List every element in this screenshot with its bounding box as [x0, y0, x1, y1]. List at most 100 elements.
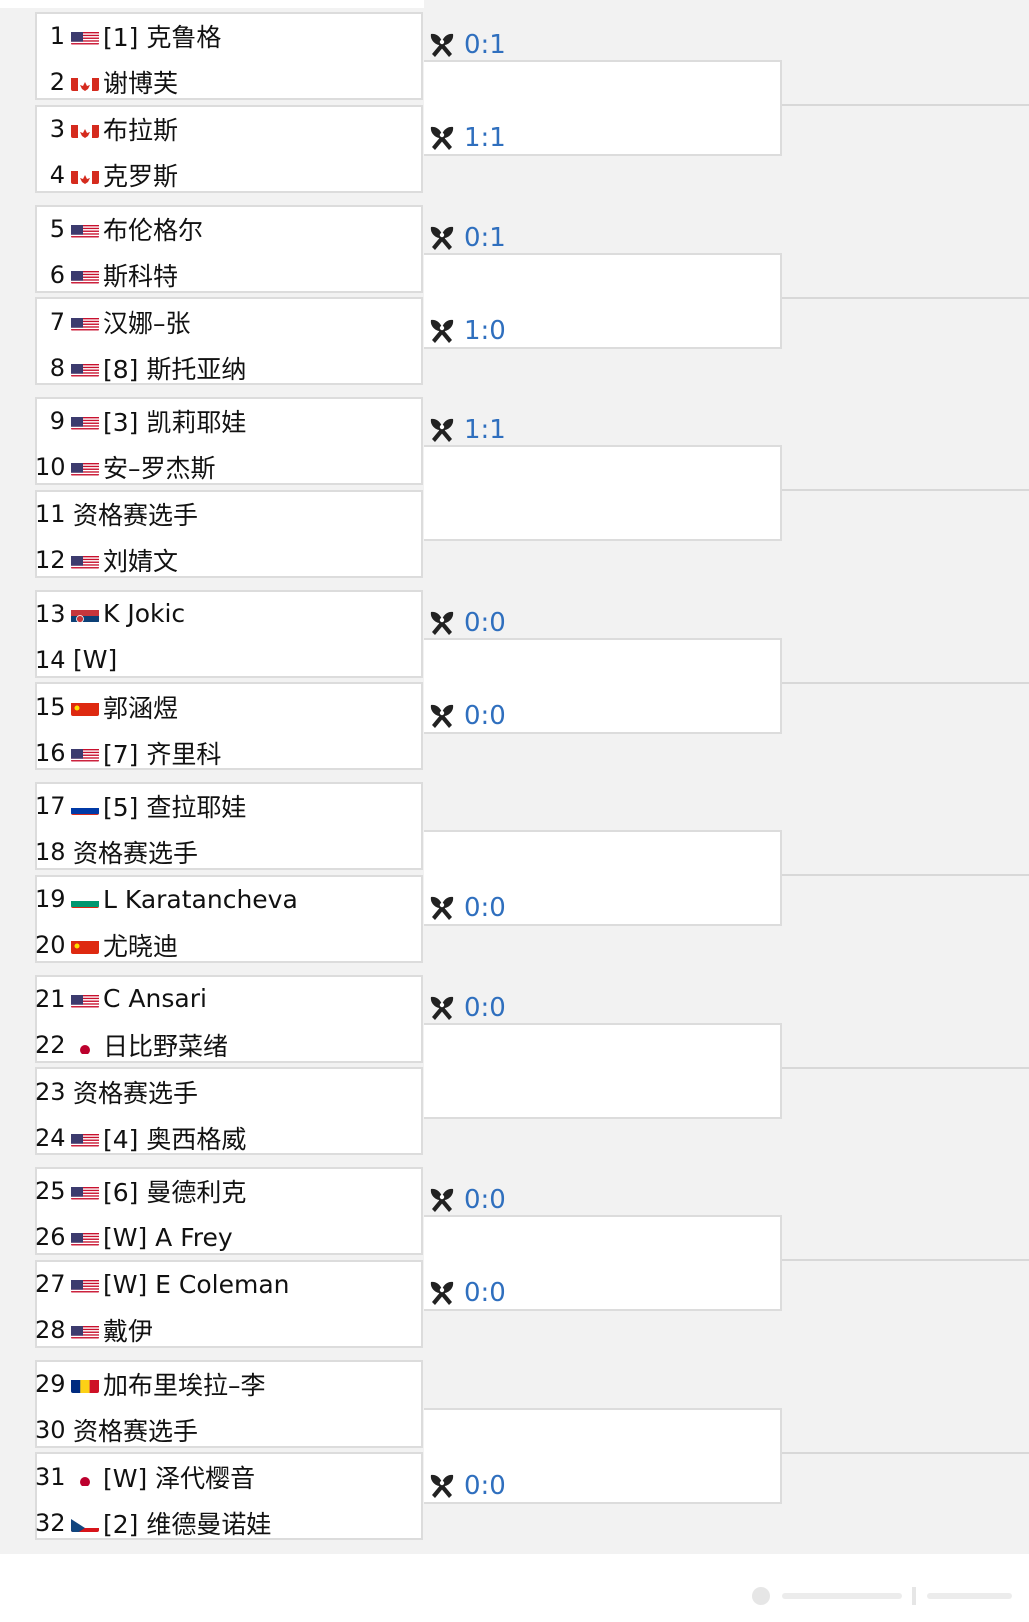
player-row[interactable]: 14[W]: [35, 640, 117, 680]
first-round-match: [35, 1452, 423, 1540]
match-score-link[interactable]: 0:1: [428, 30, 506, 60]
china-flag: [71, 936, 99, 954]
match-score-link[interactable]: 0:1: [428, 223, 506, 253]
second-round-match: [424, 60, 782, 156]
first-round-match: [35, 397, 423, 485]
player-row[interactable]: 8[8] 斯托亚纳: [35, 348, 247, 388]
player-row[interactable]: 17[5] 查拉耶娃: [35, 786, 246, 826]
third-round-line: [782, 296, 1029, 299]
first-round-match: [35, 104, 423, 193]
crossed-rackets-icon: [428, 1186, 456, 1214]
first-round-match: [35, 874, 423, 963]
first-round-match: [35, 1259, 423, 1348]
player-row[interactable]: 16[7] 齐里科: [35, 733, 221, 773]
crossed-rackets-icon: [428, 1472, 456, 1500]
united-states-flag: [71, 1228, 99, 1246]
match-score-link[interactable]: 0:0: [428, 893, 506, 923]
draw-position: 22: [35, 1030, 66, 1059]
match-score-link[interactable]: 1:1: [428, 415, 506, 445]
match-score-link[interactable]: 0:0: [428, 701, 506, 731]
player-name: 资格赛选手: [73, 839, 199, 868]
player-row[interactable]: 15 郭涵煜: [35, 687, 178, 727]
player-row[interactable]: 1 [1] 克鲁格: [35, 16, 222, 56]
crossed-rackets-icon: [428, 224, 456, 252]
czech-republic-flag: [71, 1514, 99, 1532]
draw-position: 24: [35, 1123, 66, 1152]
player-row[interactable]: 24[4] 奥西格威: [35, 1118, 246, 1158]
crossed-rackets-icon: [428, 609, 456, 637]
player-name: [W]: [73, 645, 118, 674]
third-round-line: [782, 489, 1029, 491]
second-round-match: [424, 252, 782, 349]
player-name: [W] E Coleman: [103, 1269, 290, 1299]
player-row[interactable]: 32[2] 维德曼诺娃: [35, 1503, 271, 1543]
first-round-match: [35, 1359, 423, 1448]
bulgaria-flag: [71, 890, 99, 908]
player-name: L Karatancheva: [103, 884, 298, 914]
canada-flag: [71, 73, 99, 91]
player-name: [1] 克鲁格: [103, 23, 222, 52]
player-name: C Ansari: [103, 984, 207, 1013]
player-name: [2] 维德曼诺娃: [103, 1509, 272, 1539]
second-round-match: [424, 1407, 782, 1504]
first-round-match: [35, 782, 423, 870]
score-text: 0:1: [464, 222, 506, 253]
match-score-link[interactable]: 0:0: [428, 1278, 506, 1308]
match-score-link[interactable]: 0:0: [428, 993, 506, 1023]
draw-position: 27: [35, 1270, 66, 1298]
draw-position: 15: [35, 692, 66, 721]
player-name: [5] 查拉耶娃: [103, 793, 247, 822]
match-score-link[interactable]: 0:0: [428, 1185, 506, 1215]
match-score-link[interactable]: 1:1: [428, 123, 506, 153]
draw-position: 6: [49, 260, 65, 289]
draw-position: 26: [35, 1223, 66, 1251]
match-score-link[interactable]: 1:0: [428, 316, 506, 346]
player-name: 汉娜–张: [103, 308, 191, 338]
player-name: 布伦格尔: [103, 215, 204, 245]
score-text: 0:1: [464, 30, 506, 60]
united-states-flag: [71, 266, 99, 284]
player-name: [8] 斯托亚纳: [103, 354, 247, 384]
player-row[interactable]: 9[3] 凯莉耶娃: [35, 401, 247, 441]
player-row[interactable]: 25[6] 曼德利克: [35, 1171, 246, 1211]
second-round-match: [424, 637, 782, 734]
japan-flag: [71, 1468, 99, 1486]
player-name: 郭涵煜: [103, 693, 179, 723]
draw-position: 1: [49, 22, 65, 50]
match-score-link[interactable]: 0:0: [428, 1471, 506, 1501]
draw-position: 23: [35, 1077, 66, 1106]
match-score-link[interactable]: 0:0: [428, 608, 506, 638]
player-name: 尤晓迪: [103, 932, 179, 961]
player-name: [W] 泽代樱音: [103, 1463, 256, 1493]
score-text: 1:0: [464, 315, 506, 346]
player-row[interactable]: 31[W] 泽代樱音: [35, 1457, 255, 1497]
player-row[interactable]: 26[W] A Frey: [35, 1217, 233, 1257]
draw-position: 16: [35, 738, 66, 767]
united-states-flag: [71, 1321, 99, 1339]
first-round-match: [35, 12, 423, 100]
player-name: 谢博芙: [103, 69, 179, 98]
player-row[interactable]: 27 [W] E Coleman: [35, 1264, 290, 1304]
first-round-match: [35, 1067, 423, 1155]
draw-position: 25: [35, 1177, 66, 1205]
score-text: 1:1: [464, 415, 506, 445]
